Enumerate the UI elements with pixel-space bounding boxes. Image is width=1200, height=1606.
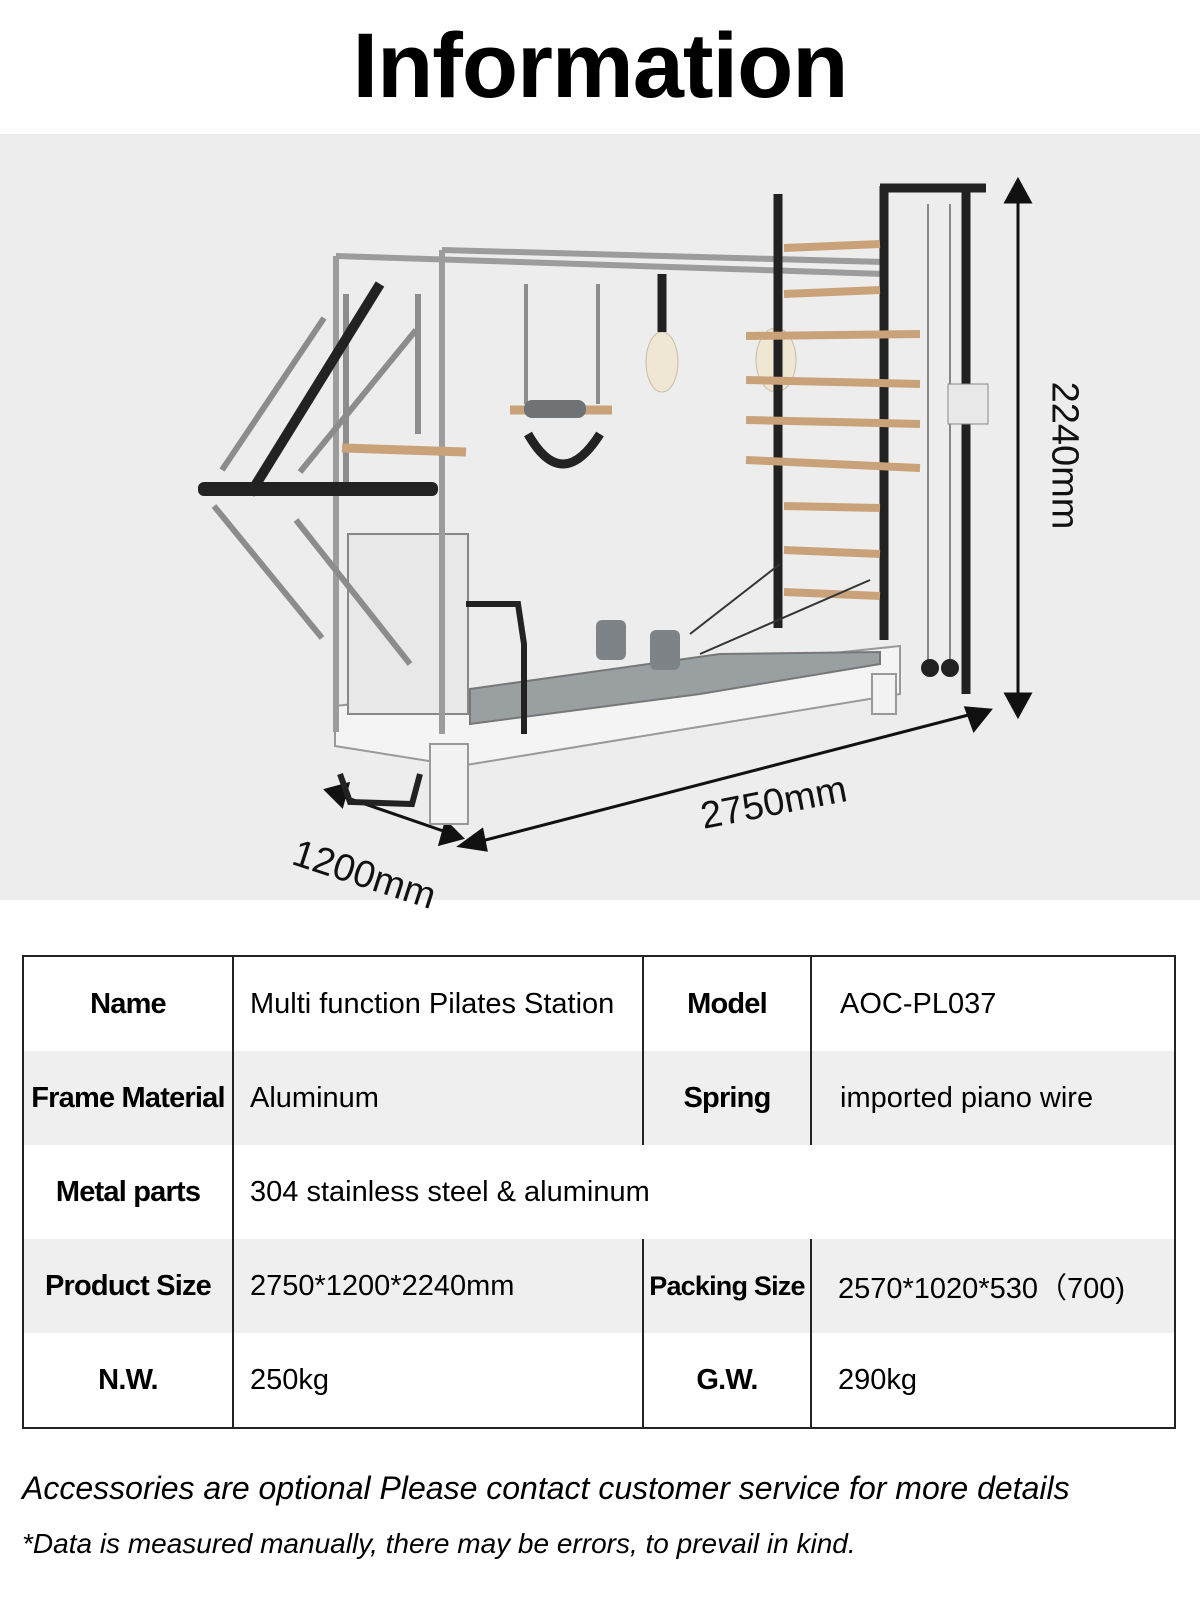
name-label: Name [22,956,234,1051]
packing-size-label: Packing Size [642,1239,812,1333]
model-value: AOC-PL037 [810,956,1176,1051]
disclaimer-note: *Data is measured manually, there may be… [22,1528,856,1559]
product-size-value: 2750*1200*2240mm [232,1239,644,1333]
spring-value: imported piano wire [810,1051,1176,1145]
gross-weight-value: 290kg [810,1333,1176,1428]
net-weight-value: 250kg [232,1333,644,1428]
page-title: Information [352,14,849,117]
accessories-note: Accessories are optional Please contact … [22,1470,1070,1506]
table-row: N.W. 250kg G.W. 290kg [22,1333,1176,1428]
table-row: Product Size 2750*1200*2240mm Packing Si… [22,1239,1176,1333]
spring-label: Spring [642,1051,812,1145]
product-image-area: 2240mm 2750mm 1200mm [0,134,1200,918]
name-value: Multi function Pilates Station [232,956,644,1051]
metal-parts-label: Metal parts [22,1145,234,1239]
table-row: Metal parts 304 stainless steel & alumin… [22,1145,1176,1239]
metal-parts-value: 304 stainless steel & aluminum [232,1145,1176,1239]
net-weight-label: N.W. [22,1333,234,1428]
table-row: Name Multi function Pilates Station Mode… [22,956,1176,1051]
specifications-table: Name Multi function Pilates Station Mode… [22,955,1176,1429]
table-row: Frame Material Aluminum Spring imported … [22,1051,1176,1145]
frame-material-value: Aluminum [232,1051,644,1145]
pilates-station-illustration [198,176,1033,852]
packing-size-value: 2570*1020*530（700) [810,1239,1176,1333]
frame-material-label: Frame Material [22,1051,234,1145]
height-dimension-label: 2240mm [1043,381,1086,530]
gross-weight-label: G.W. [642,1333,812,1428]
model-label: Model [642,956,812,1051]
product-size-label: Product Size [22,1239,234,1333]
